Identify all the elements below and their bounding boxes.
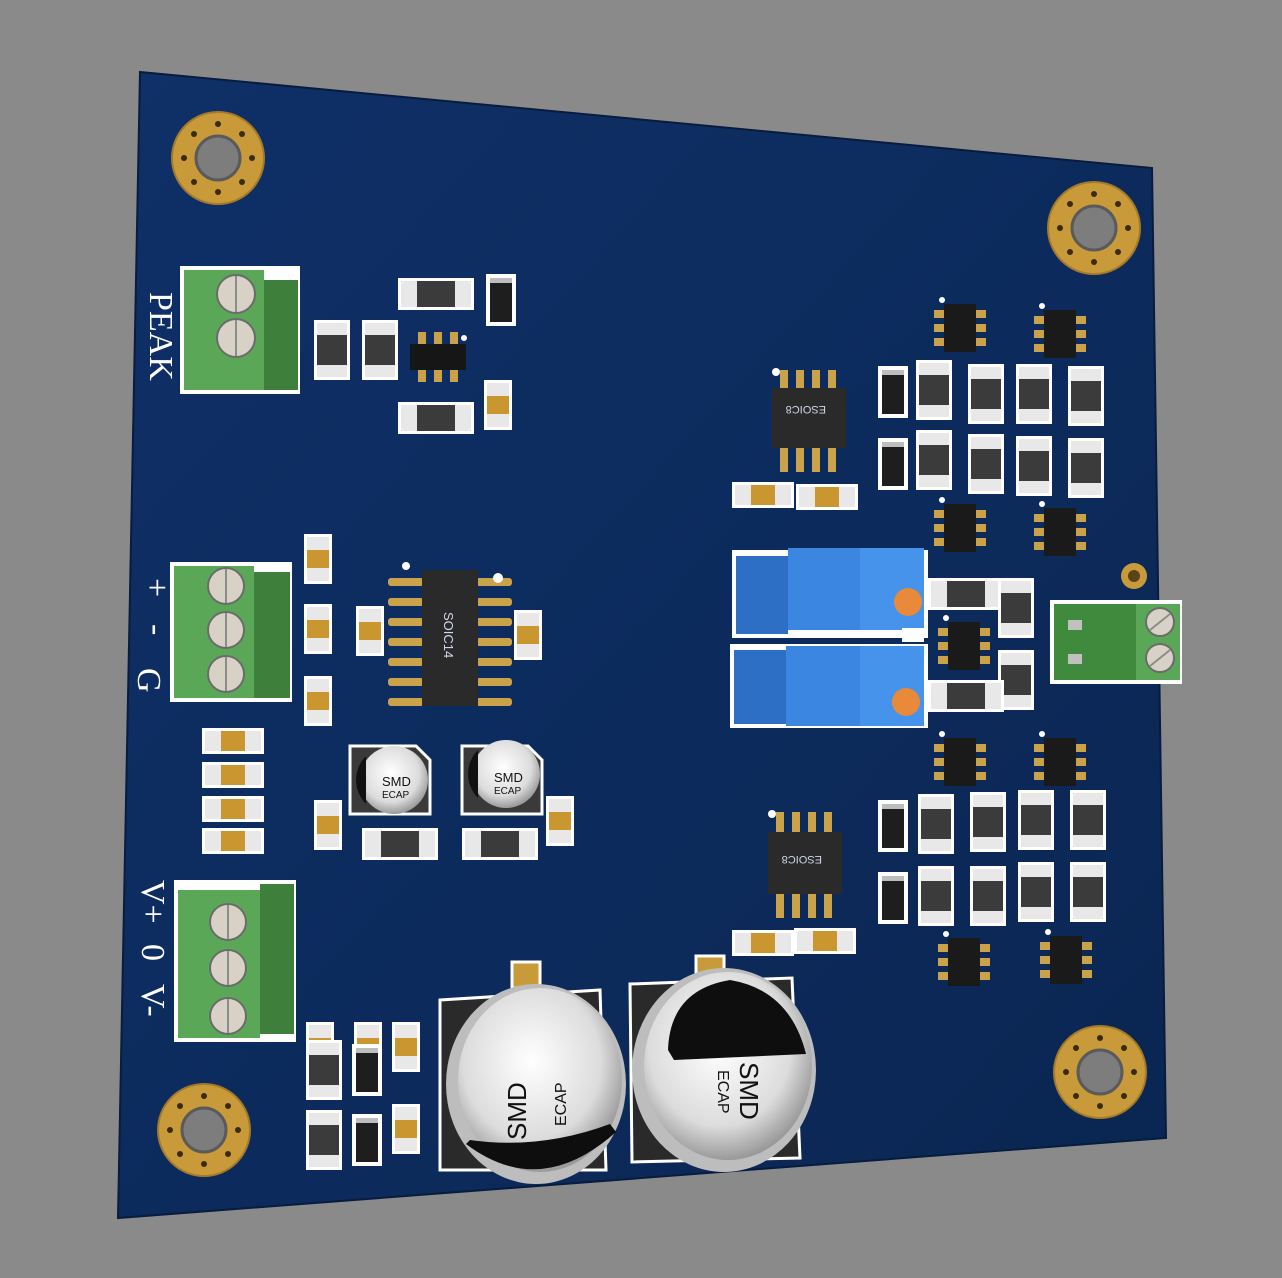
capacitor [202, 728, 264, 754]
resistor [1068, 366, 1104, 426]
label-input-minus: - [138, 624, 175, 635]
resistor [1018, 790, 1054, 850]
resistor [1018, 862, 1054, 922]
trimmer-top [732, 548, 928, 638]
capacitor [732, 930, 794, 956]
resistor [398, 278, 474, 310]
resistor [1016, 364, 1052, 424]
resistor [1070, 862, 1106, 922]
svg-text:SOIC14: SOIC14 [441, 612, 456, 658]
resistor [916, 360, 952, 420]
svg-text:ESOIC8: ESOIC8 [782, 853, 822, 865]
svg-text:SMD: SMD [382, 774, 411, 789]
diode-sod123 [878, 872, 908, 924]
resistor [918, 794, 954, 854]
ic-esoic8-bottom: ESOIC8 [768, 810, 842, 918]
capacitor [304, 534, 332, 584]
capacitor [314, 800, 342, 850]
resistor [968, 434, 1004, 494]
ic-soic14: SOIC14 [388, 562, 512, 706]
label-peak: PEAK [142, 292, 179, 381]
small-ecap-left: SMD ECAP [348, 744, 432, 816]
resistor [968, 364, 1004, 424]
small-ecap-right: SMD ECAP [460, 740, 544, 816]
diode-sod123 [878, 438, 908, 490]
test-pad [1121, 563, 1147, 589]
capacitor [202, 796, 264, 822]
terminal-block-peak [180, 266, 300, 394]
label-input-ground: G [130, 668, 167, 693]
resistor [928, 578, 1004, 610]
svg-text:ESOIC8: ESOIC8 [786, 403, 826, 415]
resistor [362, 320, 398, 380]
capacitor [304, 676, 332, 726]
cap-small [902, 628, 924, 642]
capacitor [392, 1022, 420, 1072]
capacitor [202, 828, 264, 854]
label-input-plus: + [138, 578, 175, 597]
label-power-vminus: V- [134, 984, 171, 1017]
svg-text:ECAP: ECAP [553, 1082, 570, 1126]
capacitor [546, 796, 574, 846]
big-ecap-right: SMD ECAP [628, 954, 816, 1172]
svg-text:ECAP: ECAP [714, 1070, 731, 1114]
svg-text:SMD: SMD [502, 1082, 532, 1140]
resistor [1070, 790, 1106, 850]
diode-sod123 [878, 366, 908, 418]
resistor [314, 320, 350, 380]
mounting-hole-bottom-left [156, 1082, 252, 1178]
capacitor [796, 484, 858, 510]
resistor [306, 1040, 342, 1100]
mounting-hole-top-right [1046, 180, 1142, 276]
mounting-hole-bottom-right [1052, 1024, 1148, 1120]
resistor [306, 1110, 342, 1170]
resistor [362, 828, 438, 860]
label-power-vplus: V+ [134, 880, 171, 924]
capacitor [794, 928, 856, 954]
capacitor [304, 604, 332, 654]
terminal-block-input [170, 562, 292, 702]
svg-text:SMD: SMD [494, 770, 523, 785]
resistor [916, 430, 952, 490]
resistor [918, 866, 954, 926]
diode-sod123 [352, 1044, 382, 1096]
resistor [970, 792, 1006, 852]
terminal-block-power [174, 880, 296, 1042]
mounting-hole-top-left [170, 110, 266, 206]
resistor [1068, 438, 1104, 498]
svg-text:SMD: SMD [734, 1062, 764, 1120]
resistor [398, 402, 474, 434]
ic-esoic8-top: ESOIC8 [772, 368, 846, 472]
sot-ic [410, 332, 467, 382]
trimmer-bottom [730, 644, 928, 728]
resistor [998, 578, 1034, 638]
label-power-zero: 0 [134, 944, 171, 961]
capacitor [484, 380, 512, 430]
resistor [970, 866, 1006, 926]
capacitor [356, 606, 384, 656]
diode-sod123 [352, 1114, 382, 1166]
diode-sod123 [878, 800, 908, 852]
svg-text:ECAP: ECAP [494, 786, 522, 797]
big-ecap-left: SMD ECAP [438, 960, 626, 1184]
capacitor [514, 610, 542, 660]
resistor [1016, 436, 1052, 496]
terminal-block-output [1050, 600, 1182, 684]
capacitor [392, 1104, 420, 1154]
capacitor [202, 762, 264, 788]
svg-text:ECAP: ECAP [382, 790, 410, 801]
resistor [928, 680, 1004, 712]
diode-sod123 [486, 274, 516, 326]
capacitor [732, 482, 794, 508]
resistor [462, 828, 538, 860]
